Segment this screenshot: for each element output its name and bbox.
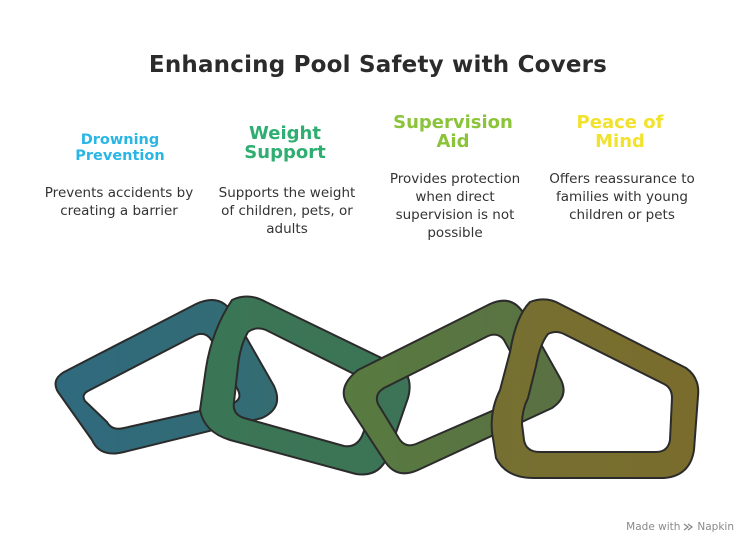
description-supervision-aid: Provides protection when direct supervis… <box>389 171 521 241</box>
heading-weight-support: Weight Support <box>244 123 326 164</box>
footer-brand: Napkin <box>697 521 734 533</box>
description-drowning-prevention: Prevents accidents by creating a barrier <box>44 185 194 219</box>
footer-made-with: Made with <box>626 521 681 533</box>
heading-peace-of-mind: Peace of Mind <box>576 112 664 153</box>
description-weight-support: Supports the weight of children, pets, o… <box>218 185 356 237</box>
footer-attribution: Made with Napkin <box>626 521 734 533</box>
page-title: Enhancing Pool Safety with Covers <box>148 52 608 78</box>
heading-drowning-prevention: Drowning Prevention <box>75 132 165 164</box>
chain-link-2 <box>198 295 411 476</box>
heading-supervision-aid: Supervision Aid <box>393 112 513 153</box>
description-peace-of-mind: Offers reassurance to families with youn… <box>549 171 695 223</box>
chain-link-4 <box>490 298 700 479</box>
napkin-logo-icon <box>684 522 694 531</box>
